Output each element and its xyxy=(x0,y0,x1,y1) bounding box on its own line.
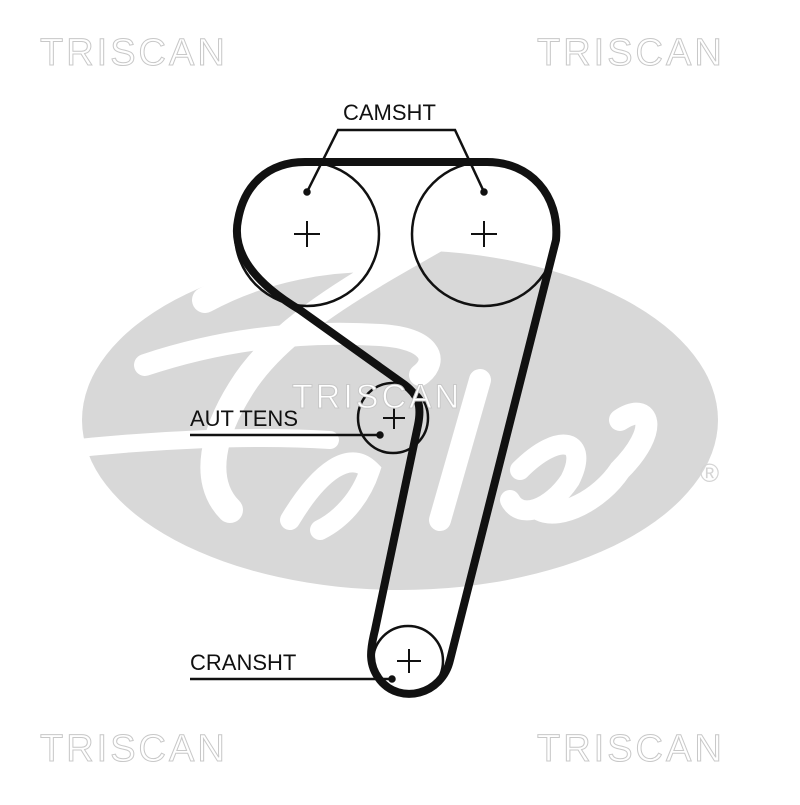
watermark-bottom-right: TRISCAN xyxy=(537,728,725,771)
camshaft-label: CAMSHT xyxy=(343,100,436,125)
camshaft-leader xyxy=(305,128,486,193)
watermark-center: TRISCAN xyxy=(291,378,463,417)
gates-logo-stroke xyxy=(51,429,339,459)
pulley-center-marks xyxy=(294,221,497,673)
timing-belt xyxy=(233,158,561,698)
leader-lines xyxy=(190,128,488,683)
gates-logo-stroke xyxy=(134,322,441,386)
gates-logo-stroke xyxy=(429,369,491,531)
gates-logo-stroke xyxy=(529,402,658,524)
gates-logo-stroke xyxy=(280,452,382,540)
gates-logo xyxy=(51,246,718,590)
registered-mark: ® xyxy=(700,458,720,488)
crankshaft-label: CRANSHT xyxy=(190,650,297,675)
tensioner-pulley xyxy=(356,381,430,455)
watermark-top-left: TRISCAN xyxy=(40,32,228,75)
tensioner-label: AUT TENS xyxy=(190,406,298,431)
watermark-top-right: TRISCAN xyxy=(537,32,725,75)
gates-logo-stroke xyxy=(500,434,587,521)
watermark-bottom-left: TRISCAN xyxy=(40,728,228,771)
